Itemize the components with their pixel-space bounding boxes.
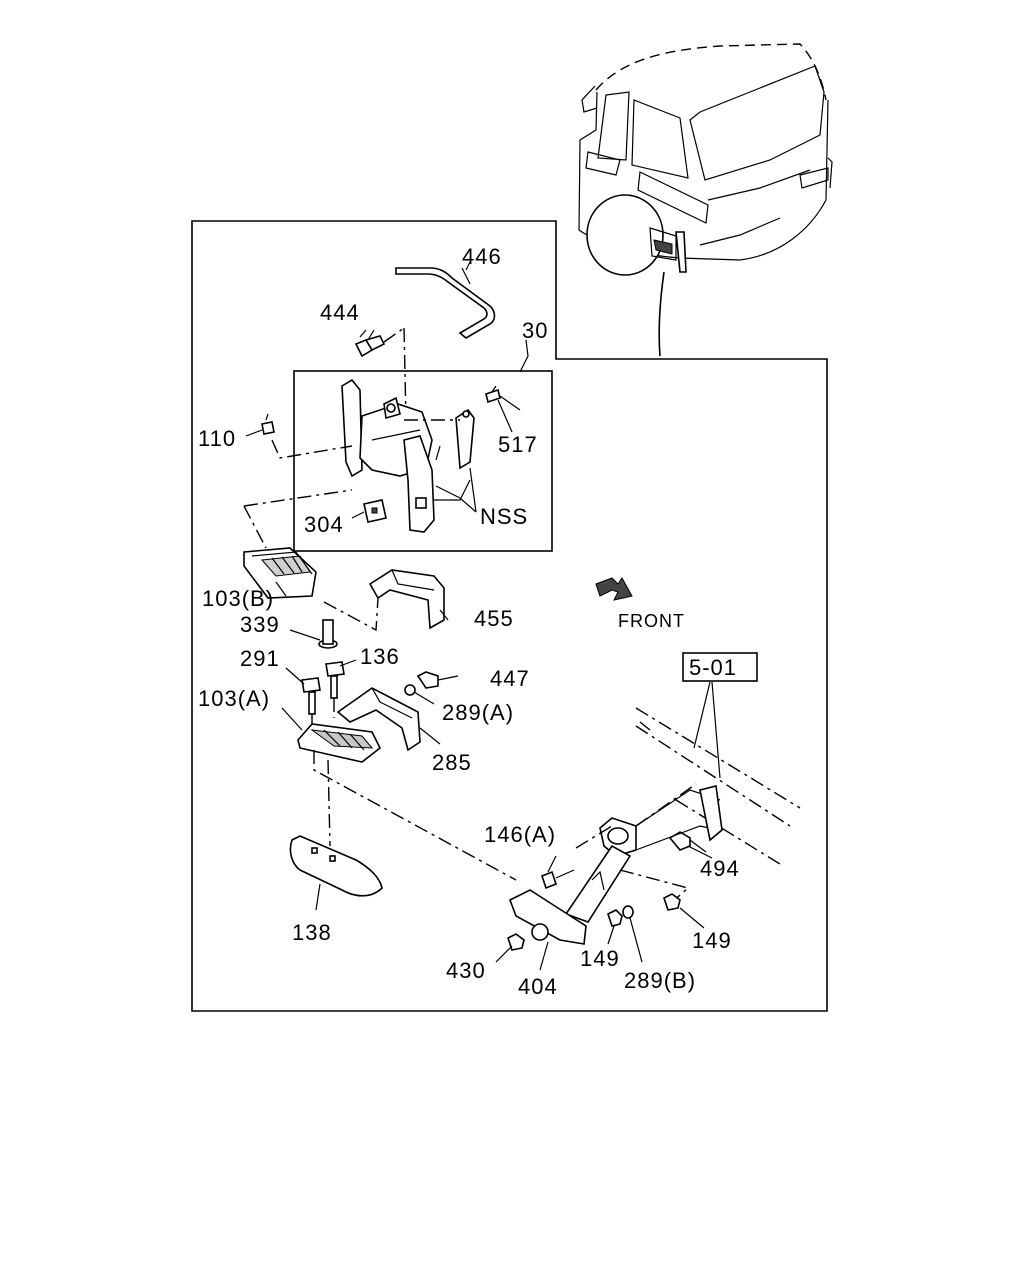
label-304: 304 bbox=[304, 512, 344, 537]
label-5-01: 5-01 bbox=[689, 655, 737, 680]
part-444-bolt bbox=[354, 327, 407, 421]
label-103a: 103(A) bbox=[198, 686, 270, 711]
part-289a-washer bbox=[404, 684, 416, 696]
label-444: 444 bbox=[320, 300, 360, 325]
label-30: 30 bbox=[522, 318, 548, 343]
part-291-bolt bbox=[301, 677, 321, 730]
label-110: 110 bbox=[198, 426, 236, 451]
label-291: 291 bbox=[240, 646, 280, 671]
label-nss: NSS bbox=[480, 504, 528, 529]
part-149-nut-left bbox=[607, 909, 623, 927]
inset-box-30 bbox=[293, 370, 553, 552]
label-149-left: 149 bbox=[580, 946, 620, 971]
label-103b: 103(B) bbox=[202, 586, 274, 611]
part-30-bracket-assembly bbox=[341, 378, 521, 533]
leader-lines bbox=[245, 261, 721, 971]
label-289b: 289(B) bbox=[624, 968, 696, 993]
part-103a-step bbox=[297, 723, 517, 881]
part-446-rod bbox=[395, 267, 496, 339]
label-494: 494 bbox=[700, 856, 740, 881]
label-430: 430 bbox=[446, 958, 486, 983]
front-direction-arrow-icon bbox=[595, 577, 633, 601]
label-447: 447 bbox=[490, 666, 530, 691]
label-339: 339 bbox=[240, 612, 280, 637]
part-289b-washer bbox=[622, 905, 634, 919]
reference-box-5-01 bbox=[682, 652, 758, 682]
part-149-nut-right bbox=[663, 893, 681, 911]
part-103b-step bbox=[243, 489, 353, 599]
part-146a-bolt bbox=[541, 869, 575, 890]
label-front: FRONT bbox=[618, 611, 685, 631]
label-455: 455 bbox=[474, 606, 514, 631]
label-446: 446 bbox=[462, 244, 502, 269]
label-146a: 146(A) bbox=[484, 822, 556, 847]
truck-cab-illustration bbox=[578, 43, 833, 357]
part-304-clip bbox=[351, 499, 387, 523]
part-339-pin bbox=[318, 619, 338, 649]
part-285-bracket bbox=[336, 687, 421, 752]
part-494-bolt bbox=[668, 831, 707, 853]
frame-rail-5-01 bbox=[635, 707, 801, 865]
part-138-cover bbox=[289, 835, 383, 897]
part-136-bolt bbox=[325, 661, 345, 718]
part-404-step-bracket bbox=[508, 783, 723, 945]
diagram-frame bbox=[191, 220, 828, 1012]
part-455-bracket bbox=[323, 569, 445, 632]
label-404: 404 bbox=[518, 974, 558, 999]
part-447-bolt bbox=[416, 671, 459, 689]
label-136: 136 bbox=[360, 644, 400, 669]
label-285: 285 bbox=[432, 750, 472, 775]
label-517: 517 bbox=[498, 432, 538, 457]
label-138: 138 bbox=[292, 920, 332, 945]
part-110-screw bbox=[261, 413, 353, 459]
label-149-right: 149 bbox=[692, 928, 732, 953]
label-289a: 289(A) bbox=[442, 700, 514, 725]
